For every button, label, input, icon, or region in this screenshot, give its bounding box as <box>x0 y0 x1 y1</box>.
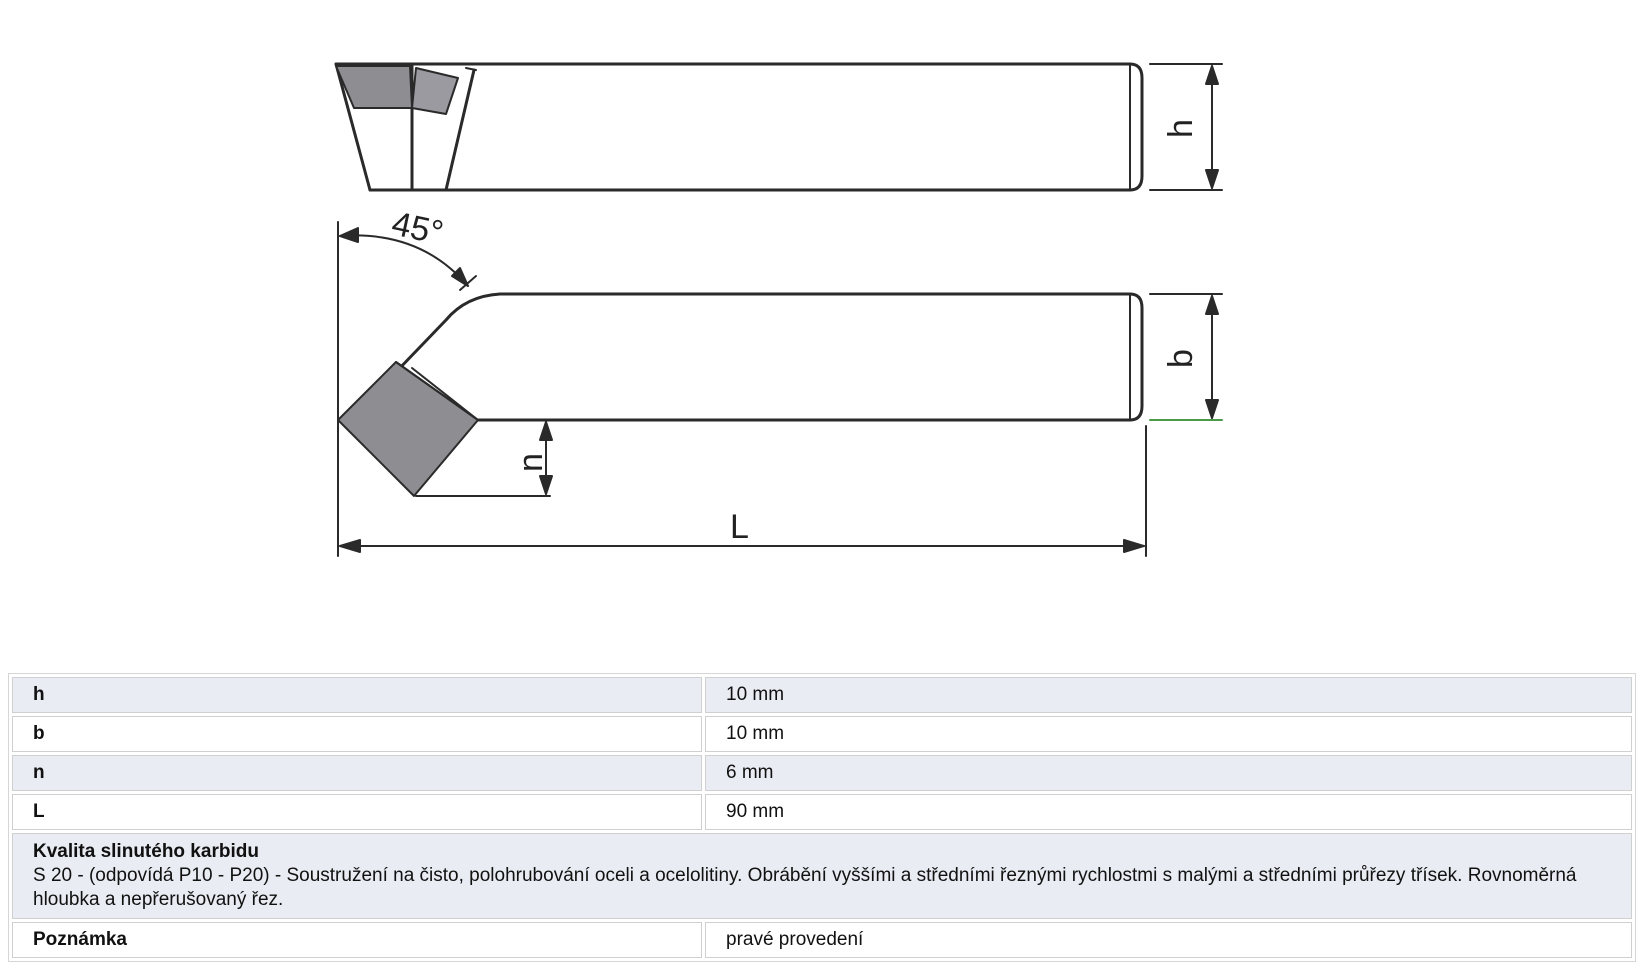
table-row: L 90 mm <box>12 794 1632 830</box>
dim-h-label: h <box>1162 119 1200 138</box>
table-row: n 6 mm <box>12 755 1632 791</box>
carbide-quality-cell: Kvalita slinutého karbidu S 20 - (odpoví… <box>12 833 1632 919</box>
table-row: Kvalita slinutého karbidu S 20 - (odpoví… <box>12 833 1632 919</box>
spec-value: 6 mm <box>705 755 1632 791</box>
note-key: Poznámka <box>12 922 702 958</box>
dimension-lines <box>337 63 1223 557</box>
spec-value: 90 mm <box>705 794 1632 830</box>
carbide-quality-title: Kvalita slinutého karbidu <box>33 841 259 862</box>
spec-key: L <box>12 794 702 830</box>
spec-key: b <box>12 716 702 752</box>
spec-key: h <box>12 677 702 713</box>
top-view <box>337 292 1144 497</box>
dim-b-label: b <box>1162 349 1200 368</box>
spec-value: 10 mm <box>705 677 1632 713</box>
dim-L-label: L <box>730 508 749 546</box>
carbide-quality-description: S 20 - (odpovídá P10 - P20) - Soustružen… <box>33 865 1577 910</box>
note-value: pravé provedení <box>705 922 1632 958</box>
table-row: b 10 mm <box>12 716 1632 752</box>
dim-n-label: n <box>512 453 550 472</box>
spec-table: h 10 mm b 10 mm n 6 mm L 90 mm Kvalita s… <box>8 673 1636 962</box>
side-view <box>334 62 1144 192</box>
angle-label: 45° <box>388 205 446 253</box>
spec-value: 10 mm <box>705 716 1632 752</box>
tool-drawing: 45° h b n L <box>334 62 1223 557</box>
spec-key: n <box>12 755 702 791</box>
table-row: h 10 mm <box>12 677 1632 713</box>
table-row: Poznámka pravé provedení <box>12 922 1632 958</box>
